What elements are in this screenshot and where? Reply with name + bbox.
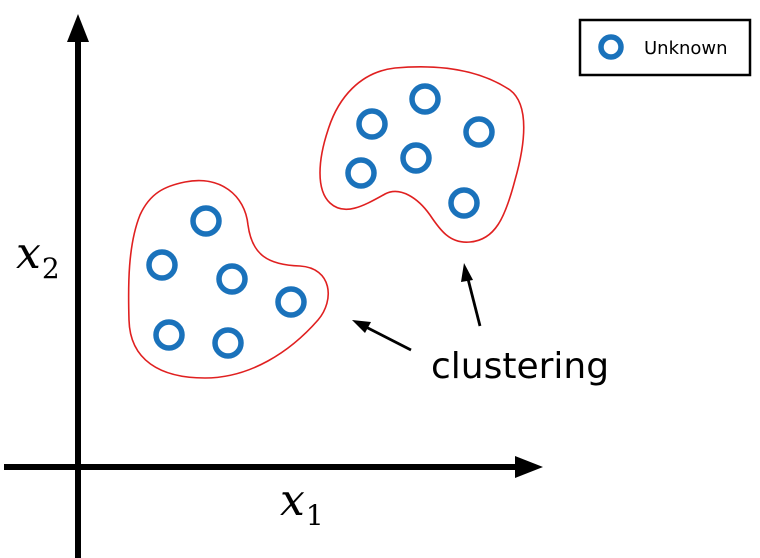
data-point	[448, 187, 480, 219]
pointer-arrow-left-shaft	[361, 323, 412, 352]
legend: Unknown	[578, 18, 752, 77]
data-point	[345, 157, 377, 189]
pointer-arrow-left	[352, 320, 412, 352]
data-point	[400, 142, 432, 174]
data-point	[409, 83, 441, 115]
data-point	[216, 263, 248, 295]
cluster-outline-right	[319, 66, 525, 243]
x-axis-label-subscript: 1	[306, 499, 324, 532]
cluster-outline-left	[127, 179, 330, 379]
data-point	[463, 116, 495, 148]
legend-box	[578, 18, 752, 77]
legend-label: Unknown	[644, 38, 728, 59]
data-point	[190, 205, 222, 237]
cluster-right	[345, 83, 495, 219]
y-axis-label: x2	[16, 228, 60, 285]
cluster-left	[146, 205, 307, 359]
pointer-arrow-right-shaft	[465, 274, 482, 327]
pointer-arrow-right	[461, 263, 482, 327]
data-point	[356, 108, 388, 140]
pointer-arrow-right-head	[461, 263, 473, 282]
y-axis-label-main: x	[16, 228, 41, 279]
x-axis-label-main: x	[280, 475, 305, 526]
pointer-arrow-left-head	[352, 320, 371, 333]
x-axis-label: x1	[280, 475, 324, 532]
legend-marker-icon	[598, 34, 624, 60]
axes	[4, 14, 543, 558]
data-point	[146, 249, 178, 281]
y-axis-label-subscript: 2	[42, 252, 60, 285]
clustering-annotation: clustering	[431, 346, 609, 387]
data-point	[153, 319, 185, 351]
data-point	[275, 286, 307, 318]
y-axis-arrowhead	[67, 14, 89, 42]
data-point	[212, 327, 244, 359]
x-axis-arrowhead	[515, 456, 543, 478]
